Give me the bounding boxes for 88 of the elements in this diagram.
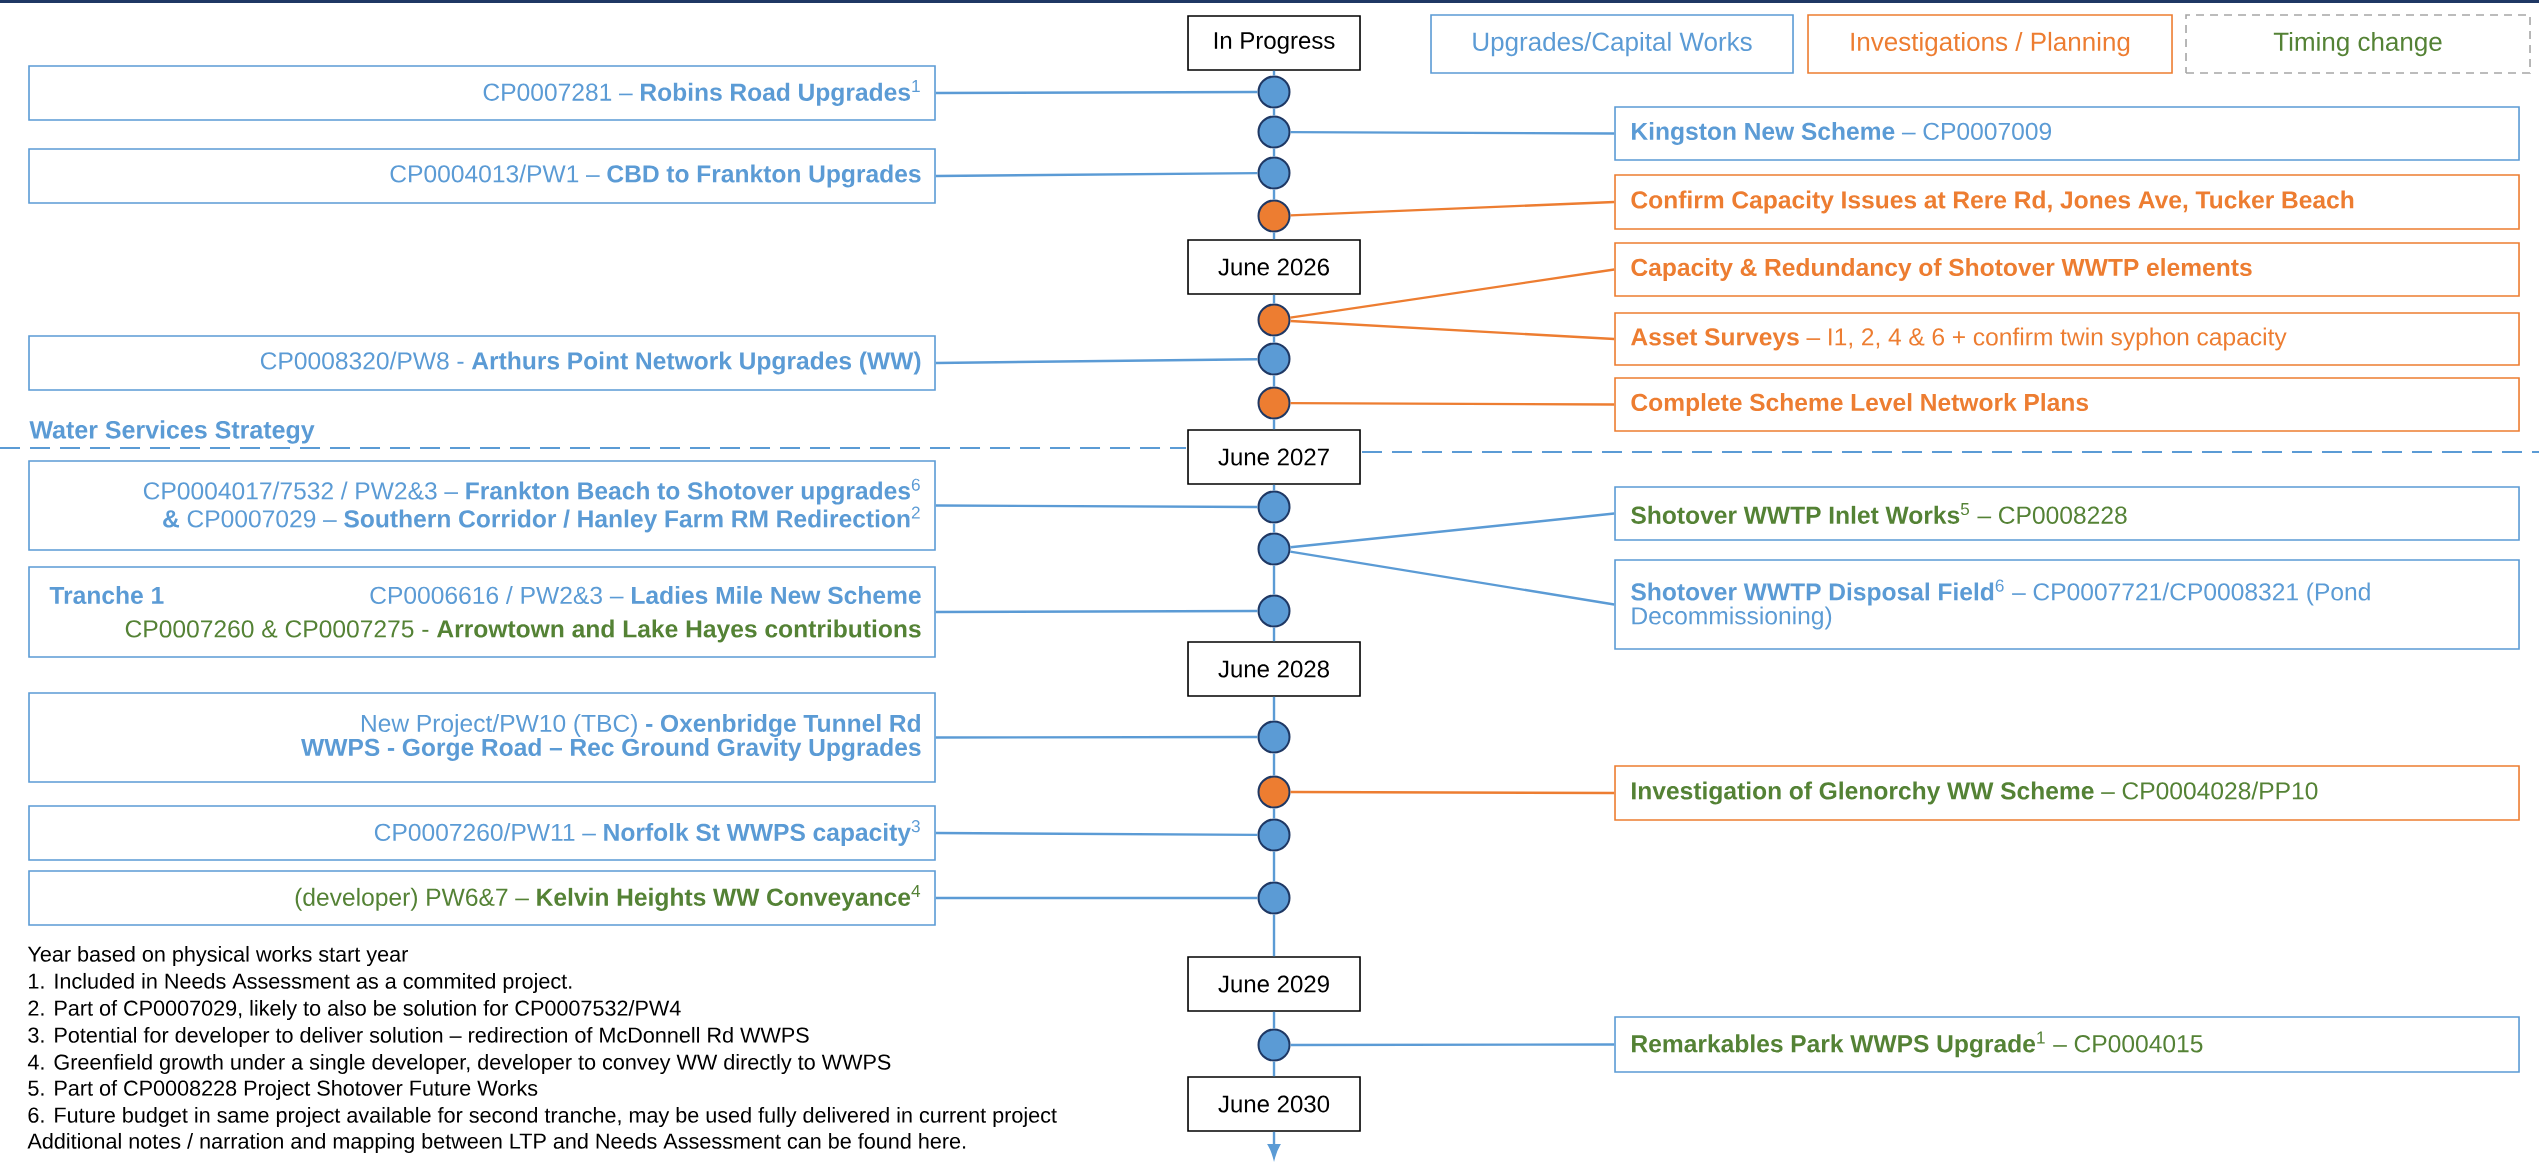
- connector-line: [935, 358, 1258, 365]
- milestone-circle: [1257, 490, 1291, 524]
- timeline-line: [1272, 851, 1276, 882]
- timeline-line: [1272, 108, 1276, 116]
- project-box: Shotover WWTP Inlet Works$^{5}$ – CP0008228: [1614, 486, 2520, 541]
- date-box: June 2029: [1187, 956, 1361, 1012]
- timeline-line: [1272, 70, 1276, 76]
- milestone-circle: [1257, 156, 1291, 190]
- timeline-line: [1272, 523, 1276, 533]
- legend-item: Timing change: [2185, 14, 2531, 74]
- timeline-line: [1272, 808, 1276, 819]
- milestone-circle: [1257, 881, 1291, 915]
- connector-line: [1290, 512, 1615, 549]
- connector-line: [935, 171, 1258, 178]
- connector-line: [1290, 200, 1615, 217]
- project-box: Remarkables Park WWPS Upgrade$^{1}$ – CP0004015: [1614, 1016, 2520, 1073]
- milestone-circle: [1257, 594, 1291, 628]
- project-box: Kingston New Scheme – CP0007009: [1614, 106, 2520, 161]
- legend-item: Investigations / Planning: [1807, 14, 2173, 74]
- project-box: CP0004017/7532 / PW2&3 – Frankton Beach to Shotover upgrades$^{6}$ & CP0007029 – Southern Corridor / Hanley Farm RM Redirection$^{2}$: [28, 460, 936, 551]
- project-box: Investigation of Glenorchy WW Scheme – CP0004028/PP10: [1614, 765, 2520, 821]
- footnote: 5. Part of CP0008228 Project Shotover Future Works: [28, 1079, 538, 1101]
- connector-line: [1290, 550, 1615, 606]
- footnote: Additional notes / narration and mapping between LTP and Needs Assessment can be found here.: [27, 1132, 966, 1154]
- project-box: Shotover WWTP Disposal Field$^{6}$ – CP0007721/CP0008321 (Pond Decommissioning): [1614, 559, 2520, 650]
- timeline-line: [1272, 336, 1276, 343]
- footnote: 4. Greenfield growth under a single developer, developer to convey WW directly to WWPS: [27, 1053, 891, 1075]
- connector-line: [1290, 130, 1615, 135]
- project-box: Tranche 1 CP0006616 / PW2&3 – Ladies Mile New Scheme CP0007260 & CP0007275 - Arrowtown and Lake Hayes contributions: [28, 566, 936, 658]
- milestone-circle: [1257, 342, 1291, 376]
- timeline-line: [1272, 914, 1276, 957]
- project-box: CP0007260/PW11 – Norfolk St WWPS capacity$^{3}$: [28, 805, 936, 861]
- project-box: New Project/PW10 (TBC) - Oxenbridge Tunnel Rd WWPS - Gorge Road – Rec Ground Gravity Upgrades: [28, 692, 936, 783]
- footnote: 2. Part of CP0007029, likely to also be solution for CP0007532/PW4: [28, 999, 681, 1021]
- timeline-line: [1272, 753, 1276, 776]
- project-box: Complete Scheme Level Network Plans: [1614, 377, 2520, 432]
- date-box: June 2026: [1187, 239, 1361, 295]
- connector-line: [935, 735, 1258, 739]
- connector-line: [1290, 1043, 1615, 1047]
- footnote: 3. Potential for developer to deliver solution – redirection of McDonnell Rd WWPS: [28, 1026, 809, 1048]
- date-box: June 2030: [1187, 1076, 1361, 1132]
- footnote: 6. Future budget in same project available for second tranche, may be used fully delivered in current project: [28, 1106, 1057, 1128]
- project-box: Asset Surveys – I1, 2, 4 & 6 + confirm twin syphon capacity: [1614, 312, 2520, 366]
- connector-line: [935, 504, 1258, 509]
- connector-line: [1290, 401, 1615, 406]
- milestone-circle: [1257, 115, 1291, 149]
- milestone-circle: [1257, 1028, 1291, 1062]
- milestone-circle: [1257, 199, 1291, 233]
- connector-line: [1290, 268, 1615, 319]
- timeline-line: [1272, 565, 1276, 595]
- date-box: In Progress: [1187, 15, 1361, 71]
- timeline-line: [1272, 294, 1276, 304]
- section-label: Water Services Strategy: [29, 420, 315, 444]
- timeline-arrow: [1267, 1131, 1281, 1159]
- connector-line: [935, 896, 1258, 900]
- connector-line: [935, 90, 1258, 95]
- connector-line: [1290, 790, 1615, 795]
- timeline-line: [1272, 1061, 1276, 1077]
- project-box: CP0007281 – Robins Road Upgrades$^{1}$: [28, 65, 936, 121]
- timeline-line: [1272, 484, 1276, 491]
- milestone-circle: [1257, 720, 1291, 754]
- milestone-circle: [1257, 303, 1291, 337]
- project-box: Capacity & Redundancy of Shotover WWTP elements: [1614, 242, 2520, 297]
- date-box: June 2027: [1187, 429, 1361, 485]
- timeline-line: [1272, 189, 1276, 200]
- project-box: CP0004013/PW1 – CBD to Frankton Upgrades: [28, 148, 936, 204]
- connector-line: [1290, 319, 1615, 341]
- footnote: 1. Included in Needs Assessment as a commited project.: [29, 972, 572, 994]
- project-box: Confirm Capacity Issues at Rere Rd, Jones Ave, Tucker Beach: [1614, 174, 2520, 230]
- connector-line: [935, 831, 1258, 837]
- timeline-line: [1272, 627, 1276, 642]
- project-box: CP0008320/PW8 - Arthurs Point Network Upgrades (WW): [28, 335, 936, 391]
- timeline-line: [1272, 1011, 1276, 1029]
- milestone-circle: [1257, 818, 1291, 852]
- timeline-line: [1272, 696, 1276, 721]
- milestone-circle: [1257, 775, 1291, 809]
- timeline-line: [1272, 375, 1276, 387]
- timeline-line: [1272, 232, 1276, 240]
- timeline-line: [1272, 419, 1276, 430]
- timeline-line: [1272, 148, 1276, 157]
- connector-line: [935, 609, 1258, 614]
- milestone-circle: [1257, 75, 1291, 109]
- date-box: June 2028: [1187, 641, 1361, 697]
- legend-item: Upgrades/Capital Works: [1430, 14, 1794, 74]
- project-box: (developer) PW6&7 – Kelvin Heights WW Conveyance$^{4}$: [28, 870, 936, 926]
- milestone-circle: [1257, 386, 1291, 420]
- footnote: Year based on physical works start year: [27, 945, 408, 967]
- milestone-circle: [1257, 532, 1291, 566]
